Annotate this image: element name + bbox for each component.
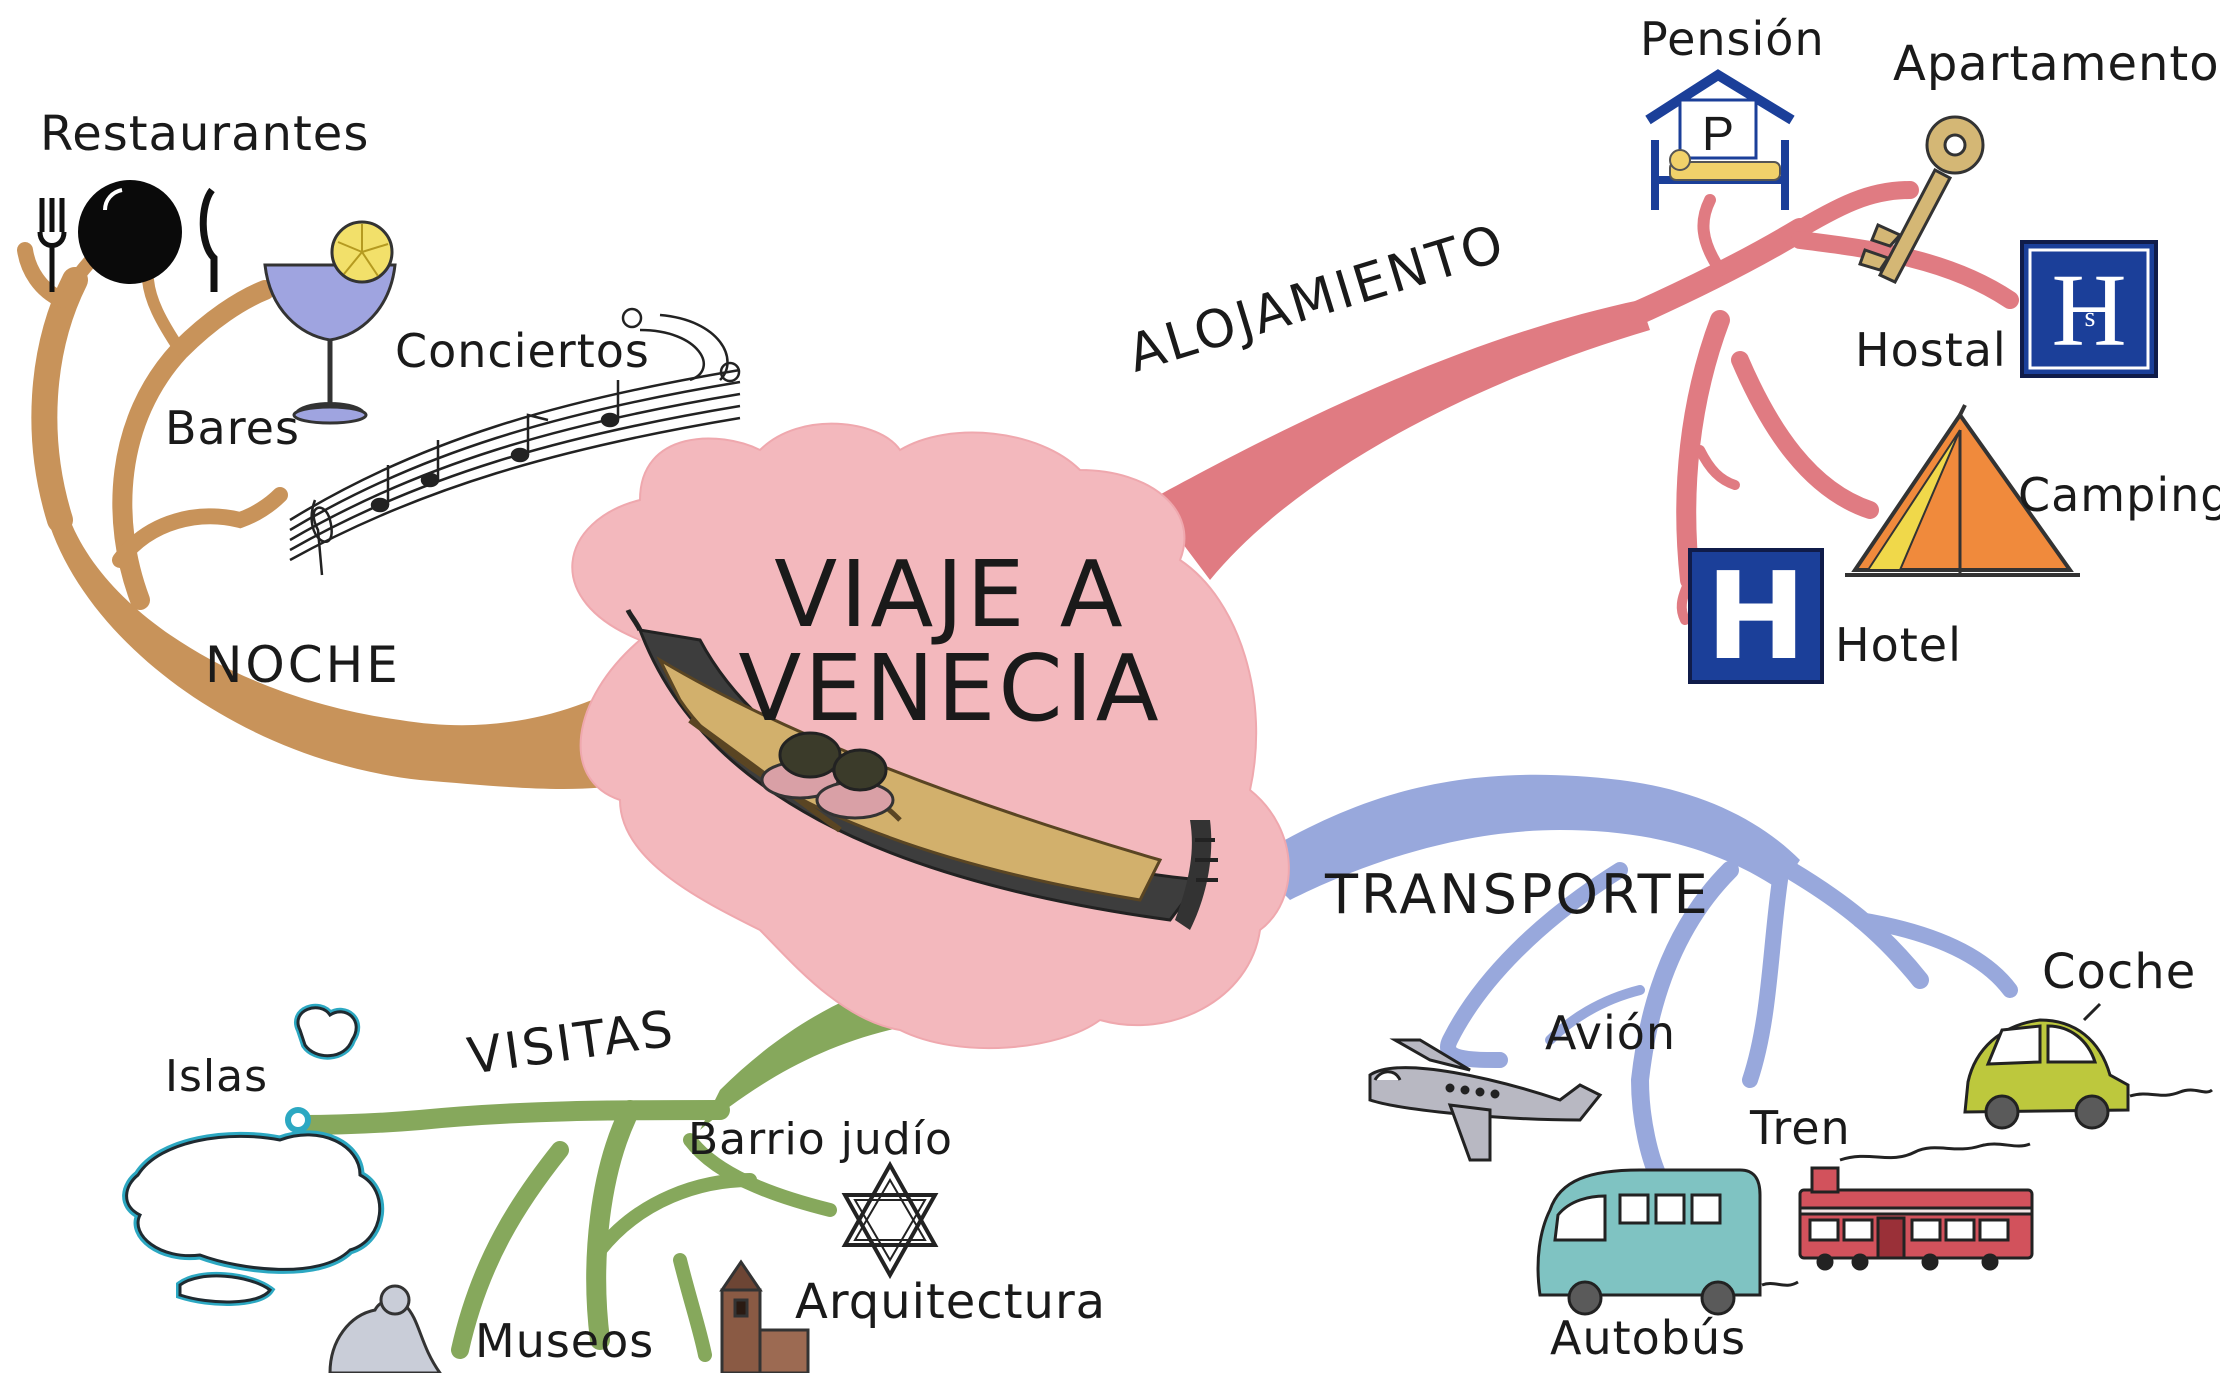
label-coche: Coche (2042, 944, 2197, 1000)
bus-icon (1536, 1168, 1799, 1316)
tent-icon (1845, 404, 2080, 577)
train-icon (1798, 1142, 2034, 1271)
hostal-sign-icon: H s (2020, 240, 2158, 378)
hostal-sign-letter: H (2051, 253, 2126, 368)
cocktail-glass-icon (263, 220, 397, 425)
pension-icon: P (1645, 69, 1795, 210)
car-icon (1963, 1002, 2213, 1130)
central-topic-line-1: VIAJE A (774, 541, 1126, 648)
star-of-david-icon (841, 1160, 939, 1280)
central-topic-line-2: VENECIA (738, 634, 1162, 742)
music-notes-icon (289, 307, 741, 576)
pension-sign: P (1702, 108, 1734, 161)
restaurant-icon (37, 180, 218, 292)
label-restaurantes: Restaurantes (40, 106, 370, 162)
statue-icon (328, 1284, 442, 1373)
label-autobus: Autobús (1550, 1311, 1747, 1365)
alojamiento-branch (1150, 181, 2019, 625)
transporte-branch (1250, 774, 2018, 1189)
label-hotel: Hotel (1835, 618, 1962, 672)
noche-branch (17, 238, 690, 789)
airplane-icon (1368, 1038, 1603, 1162)
islands-icon (122, 1003, 385, 1306)
tower-icon (719, 1259, 810, 1373)
label-arquitectura: Arquitectura (795, 1274, 1107, 1330)
hotel-sign-letter: H (1706, 548, 1806, 687)
visitas-branch (290, 970, 950, 1362)
central-topic: VIAJE A VENECIA (720, 548, 1180, 736)
key-icon (1858, 115, 1985, 284)
label-conciertos: Conciertos (395, 324, 650, 378)
label-camping: Camping (2018, 468, 2220, 522)
label-pension: Pensión (1640, 12, 1825, 66)
label-bares: Bares (165, 401, 300, 455)
gondola-icon (625, 608, 1218, 930)
branch-label-transporte: TRANSPORTE (1325, 863, 1711, 926)
hotel-sign-icon: H (1688, 548, 1824, 687)
label-avion: Avión (1545, 1006, 1677, 1060)
label-hostal: Hostal (1855, 323, 2007, 377)
label-tren: Tren (1750, 1101, 1851, 1155)
label-barrio-judio: Barrio judío (688, 1114, 953, 1165)
label-islas: Islas (165, 1051, 269, 1102)
label-apartamento: Apartamento (1893, 36, 2220, 92)
label-museos: Museos (475, 1314, 655, 1368)
hostal-sign-sub: s (2085, 302, 2096, 333)
branch-label-noche: NOCHE (205, 636, 401, 694)
